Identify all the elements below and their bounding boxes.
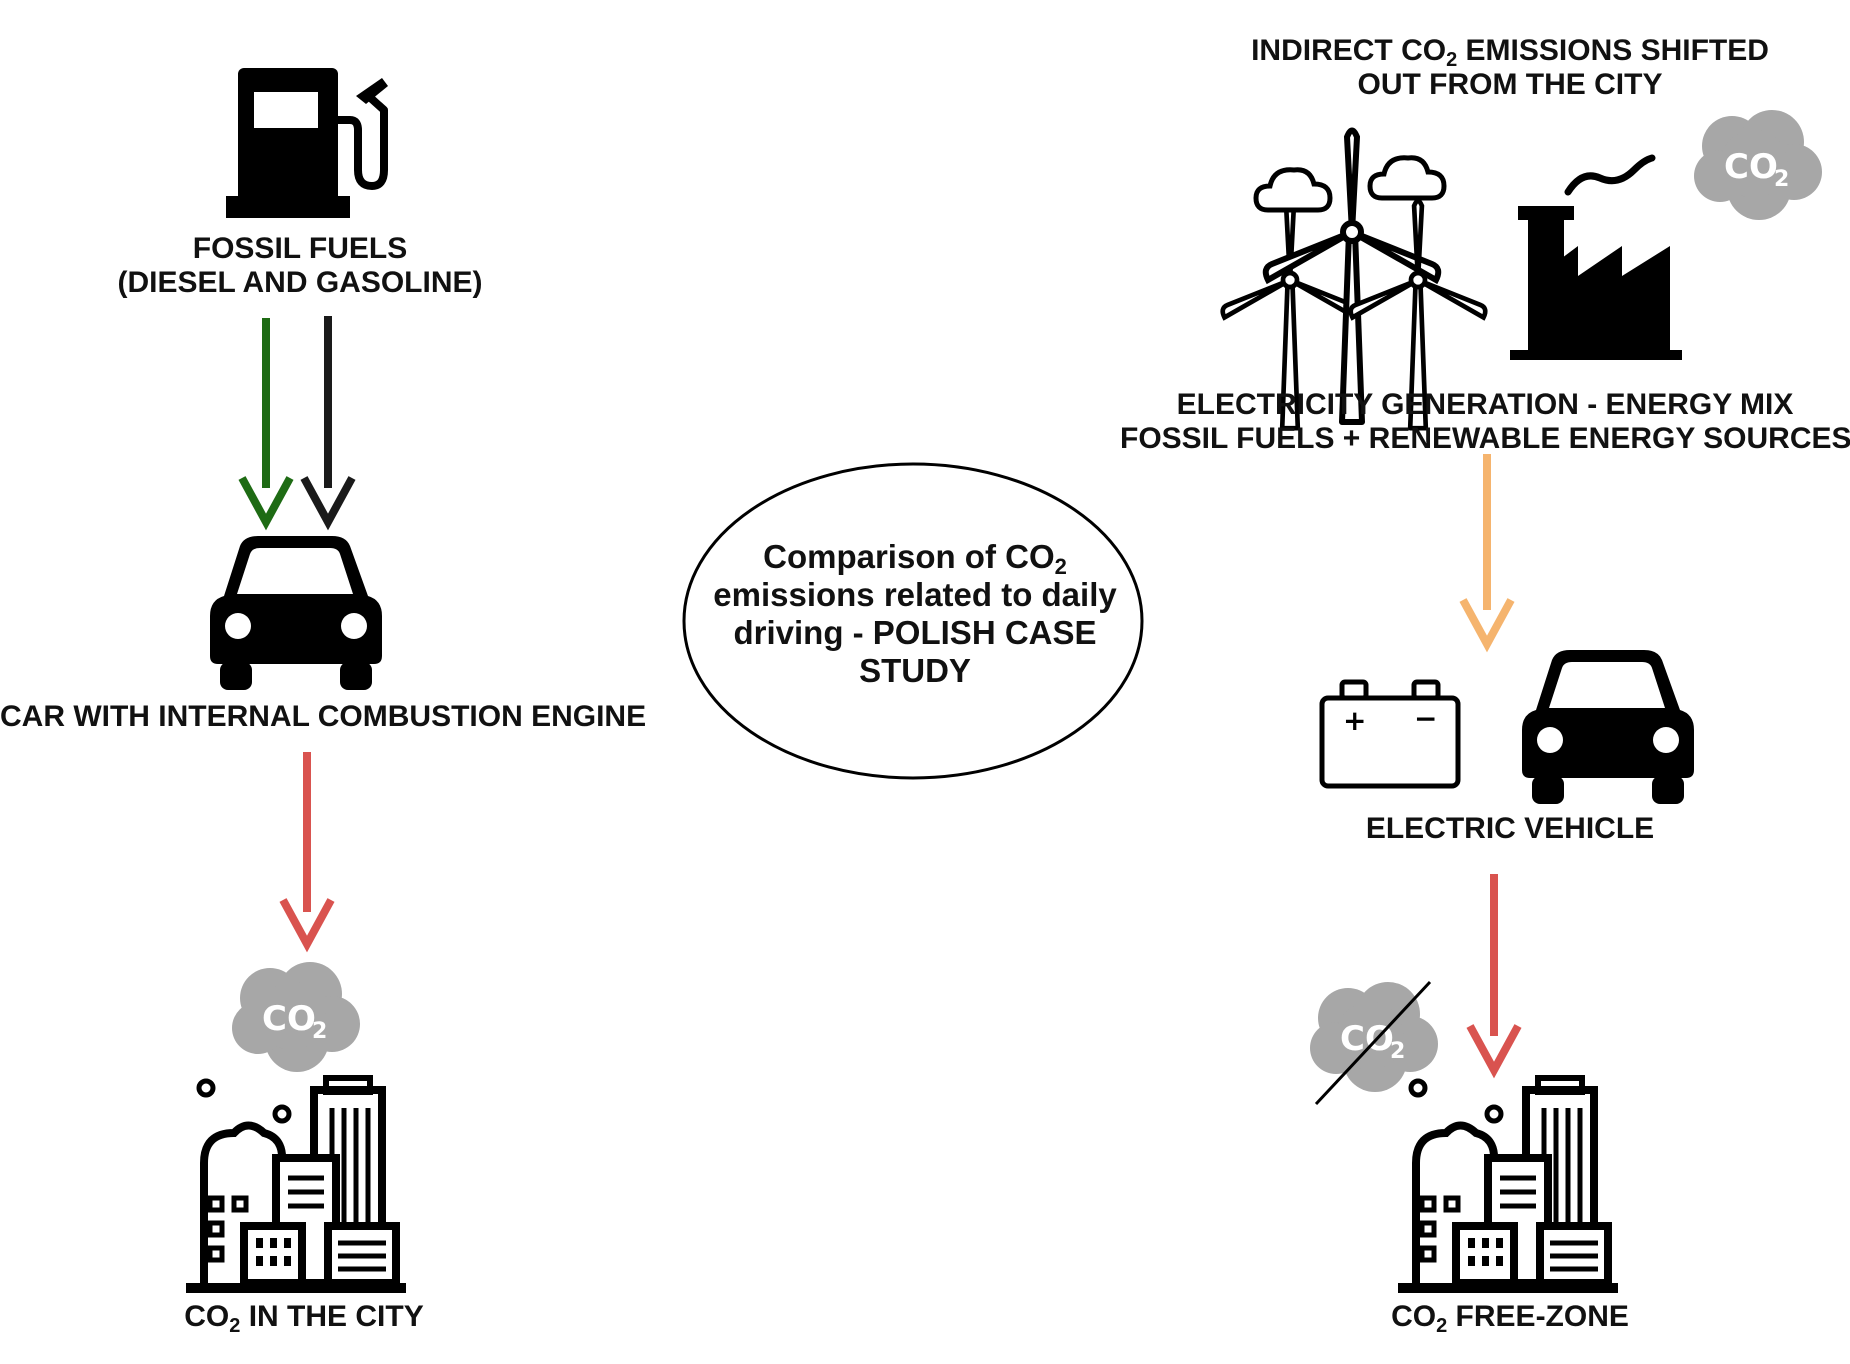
electric-car-icon xyxy=(1522,650,1694,804)
center-oval xyxy=(682,462,1144,780)
svg-text:2: 2 xyxy=(1390,1039,1405,1064)
svg-text:2: 2 xyxy=(1774,167,1789,192)
ice-car-label: CAR WITH INTERNAL COMBUSTION ENGINE xyxy=(0,700,647,733)
fuel-pump-icon xyxy=(226,68,388,218)
strike-line xyxy=(1314,980,1432,1106)
arrow-ev-to-city xyxy=(1466,874,1522,1079)
co2-cloud-icon: CO 2 xyxy=(1694,110,1822,220)
svg-text:2: 2 xyxy=(312,1019,327,1044)
battery-icon: + − xyxy=(1319,679,1461,789)
arrow-electricity-to-ev xyxy=(1459,454,1515,653)
city-icon xyxy=(1398,1078,1618,1293)
electricity-generation-label: ELECTRICITY GENERATION - ENERGY MIX FOSS… xyxy=(1120,388,1850,455)
factory-icon xyxy=(1510,154,1682,360)
car-icon xyxy=(210,536,382,690)
wind-turbine-icon xyxy=(1223,131,1486,429)
svg-text:CO: CO xyxy=(1340,1019,1394,1059)
co2-cloud-icon: CO 2 xyxy=(232,962,360,1072)
co2-city-label: CO2 IN THE CITY xyxy=(184,1300,424,1337)
electric-vehicle-label: ELECTRIC VEHICLE xyxy=(1365,812,1655,845)
co2-crossed-icon: CO 2 xyxy=(1310,982,1438,1092)
fossil-fuels-label: FOSSIL FUELS (DIESEL AND GASOLINE) xyxy=(117,232,483,299)
svg-text:CO: CO xyxy=(1724,147,1778,187)
indirect-emissions-label: INDIRECT CO2 EMISSIONS SHIFTED OUT FROM … xyxy=(1251,34,1769,101)
svg-text:−: − xyxy=(1414,702,1437,735)
co2-free-zone-label: CO2 FREE-ZONE xyxy=(1391,1300,1629,1337)
svg-text:CO: CO xyxy=(262,999,316,1039)
arrow-car-to-city xyxy=(279,752,335,953)
city-icon xyxy=(186,1078,406,1293)
arrow-fuel-to-car-black xyxy=(300,316,356,531)
center-title: Comparison of CO2 emissions related to d… xyxy=(713,538,1117,689)
arrow-fuel-to-car-green xyxy=(238,318,294,531)
svg-text:+: + xyxy=(1343,704,1366,737)
